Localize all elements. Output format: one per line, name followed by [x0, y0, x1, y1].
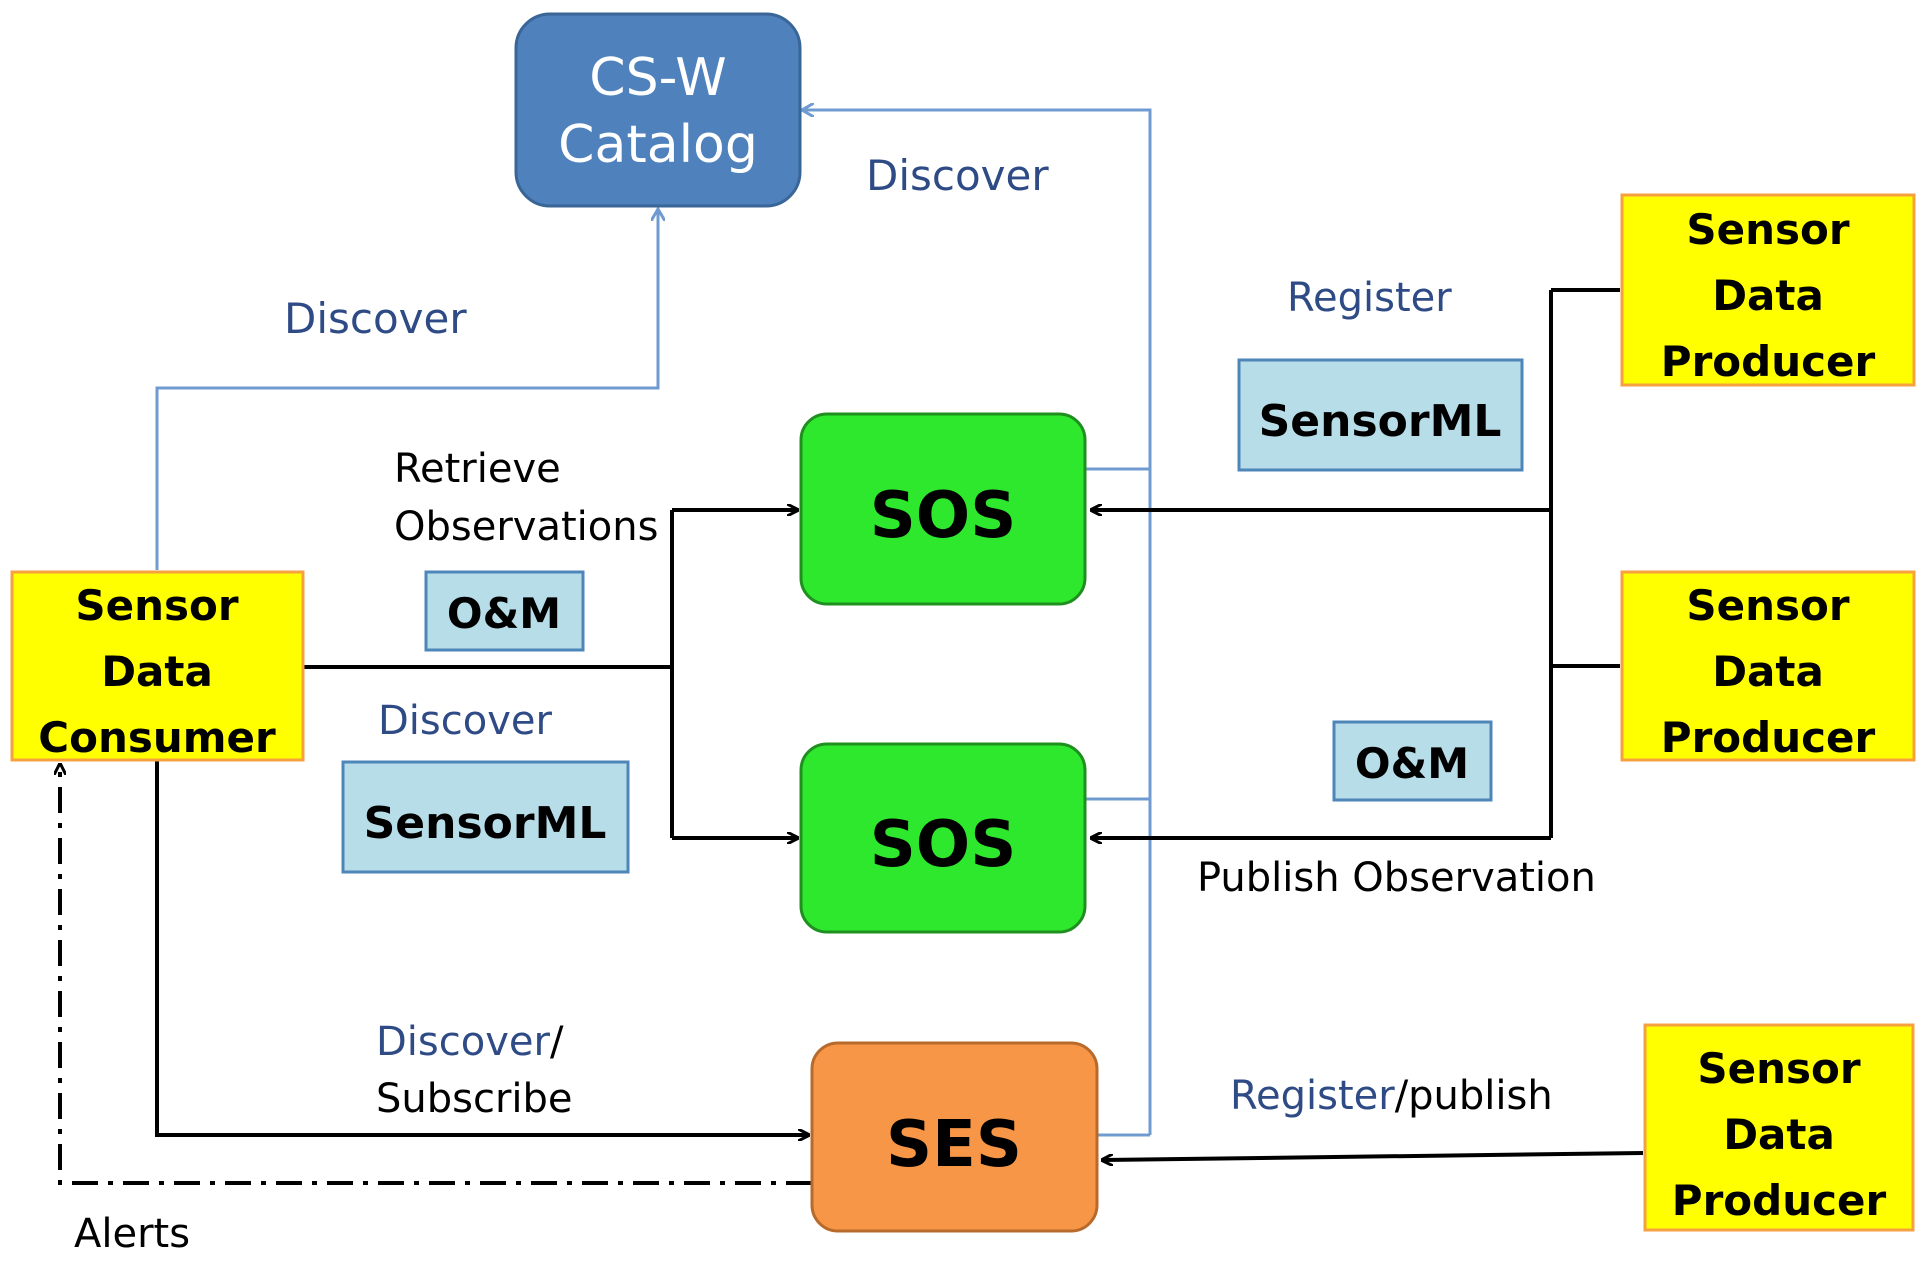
sensorml-tag-left: SensorML [341, 760, 630, 874]
publish-observation-label: Publish Observation [1197, 855, 1596, 901]
sensor-data-producer-top-node: Sensor Data Producer [1620, 193, 1916, 387]
blue-discover-connectors [155, 110, 1152, 1137]
consumer-to-catalog-line [155, 210, 658, 570]
alerts-line [60, 765, 812, 1185]
register-label: Register [1287, 275, 1452, 321]
discover-subscribe-label-line1: Discover/ [376, 1019, 564, 1065]
ses-label: SES [886, 1108, 1022, 1182]
subscribe-label: Subscribe [376, 1076, 573, 1122]
discover-catalog-left-label: Discover [284, 294, 467, 343]
svg-text:SensorML: SensorML [1259, 396, 1502, 447]
discover-ses-text: Discover [376, 1019, 551, 1065]
sos-upper-node: SOS [799, 412, 1087, 606]
alerts-label: Alerts [74, 1211, 190, 1257]
catalog-label-line2: Catalog [558, 115, 758, 175]
svg-text:O&M: O&M [1355, 739, 1469, 788]
catalog-label-line1: CS-W [589, 48, 726, 108]
producer-mid-label-line3: Producer [1661, 713, 1876, 762]
sos-lower-label: SOS [870, 808, 1017, 882]
sos-upper-label: SOS [870, 479, 1017, 553]
register-publish-register: Register [1230, 1073, 1395, 1119]
producer-bottom-label-line2: Data [1723, 1110, 1835, 1159]
services-to-catalog-line [803, 110, 1152, 1135]
om-tag-left: O&M [424, 570, 585, 652]
svg-text:SensorML: SensorML [364, 798, 607, 849]
retrieve-observations-label-line1: Retrieve [394, 446, 561, 492]
producer-bottom-label-line1: Sensor [1697, 1044, 1860, 1093]
producer-top-label-line3: Producer [1661, 337, 1876, 386]
discover-sos-label: Discover [378, 698, 553, 744]
discover-catalog-right-label: Discover [866, 151, 1049, 200]
producer-bottom-to-ses [1103, 1151, 1644, 1160]
producer-top-label-line1: Sensor [1686, 205, 1849, 254]
producer-mid-label-line1: Sensor [1686, 581, 1849, 630]
retrieve-observations-label-line2: Observations [394, 504, 658, 550]
black-flow-connectors [155, 288, 1644, 1160]
producer-top-label-line2: Data [1712, 271, 1824, 320]
om-tag-right: O&M [1332, 720, 1493, 802]
consumer-label-line3: Consumer [38, 713, 276, 762]
register-publish-label: Register/publish [1230, 1073, 1553, 1119]
sensor-data-producer-mid-node: Sensor Data Producer [1620, 570, 1916, 762]
svg-text:O&M: O&M [447, 589, 561, 638]
sensorml-tag-right: SensorML [1237, 358, 1524, 472]
consumer-to-ses-line [155, 760, 808, 1135]
sensor-data-producer-bottom-node: Sensor Data Producer [1643, 1023, 1915, 1232]
sensor-data-consumer-node: Sensor Data Consumer [10, 570, 305, 762]
register-publish-publish: /publish [1395, 1073, 1553, 1119]
consumer-label-line1: Sensor [75, 581, 238, 630]
producer-bottom-label-line3: Producer [1672, 1176, 1887, 1225]
discover-ses-slash: / [550, 1019, 564, 1065]
producer-mid-label-line2: Data [1712, 647, 1824, 696]
consumer-label-line2: Data [101, 647, 213, 696]
cs-w-catalog-node: CS-W Catalog [514, 12, 802, 208]
ses-node: SES [810, 1041, 1099, 1233]
sos-lower-node: SOS [799, 742, 1087, 934]
